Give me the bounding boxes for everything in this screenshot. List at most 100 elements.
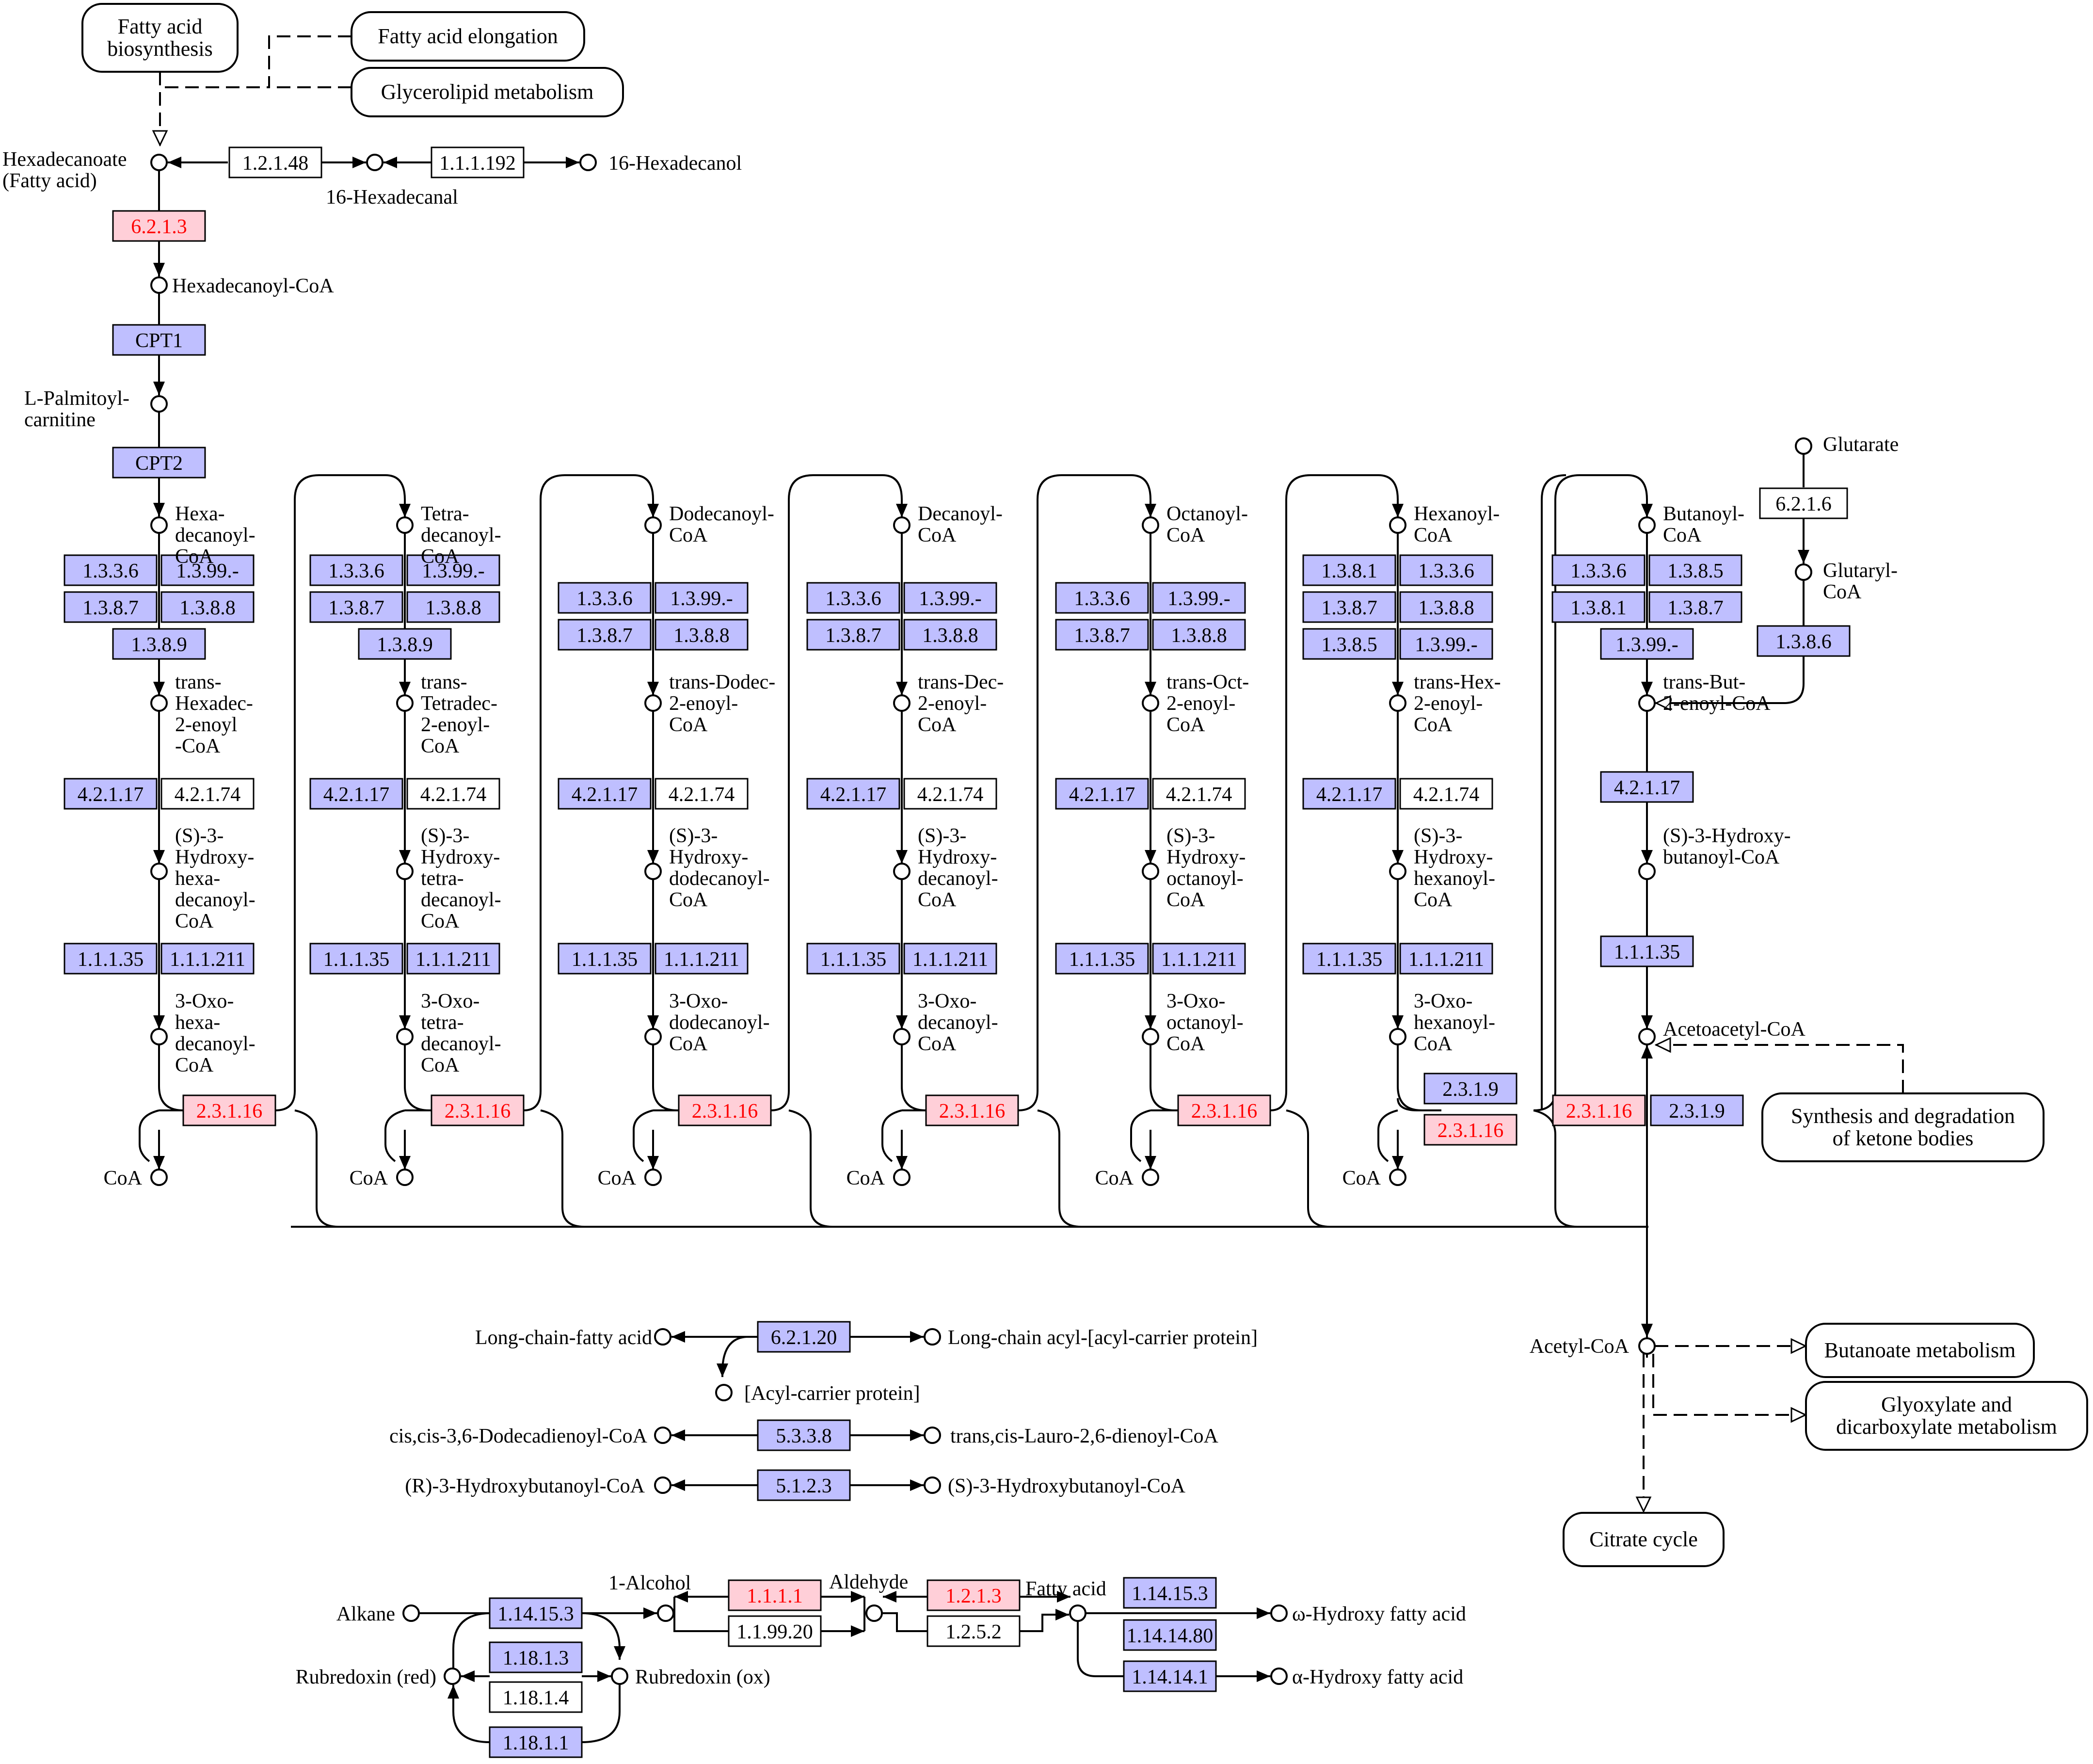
- node-acyl-carrier-protein[interactable]: [715, 1384, 733, 1401]
- column-2-hyd-4.2.1.74[interactable]: 4.2.1.74: [406, 778, 500, 810]
- column-6-dh-1.3.8.8[interactable]: 1.3.8.8: [1399, 591, 1493, 623]
- enzyme-1-18-1-3[interactable]: 1.18.1.3: [489, 1641, 583, 1673]
- column-4-coa-node[interactable]: [893, 1169, 911, 1186]
- column-3-dh-1.3.8.7[interactable]: 1.3.8.7: [558, 619, 652, 651]
- column-1-enoyl-node[interactable]: [150, 694, 168, 712]
- column-4-hydroxy-node[interactable]: [893, 863, 911, 880]
- column-5-dh-1.3.99.-[interactable]: 1.3.99.-: [1152, 582, 1246, 614]
- column-2-ox-1.1.1.211[interactable]: 1.1.1.211: [406, 943, 500, 975]
- column-1-dh-1.3.3.6[interactable]: 1.3.3.6: [64, 554, 158, 586]
- enzyme-1-14-15-3-a[interactable]: 1.14.15.3: [489, 1597, 583, 1629]
- column-3-enoyl-node[interactable]: [644, 694, 662, 712]
- node-rubredoxin-red[interactable]: [444, 1668, 461, 1685]
- node-fatty-acid[interactable]: [1069, 1604, 1086, 1622]
- pathway-butanoate-metabolism[interactable]: Butanoate metabolism: [1805, 1323, 2035, 1378]
- column-7-thiolase-2-3-1-16[interactable]: 2.3.1.16: [1552, 1094, 1646, 1126]
- column-4-ox-1.1.1.211[interactable]: 1.1.1.211: [903, 943, 997, 975]
- enzyme-1-18-1-1[interactable]: 1.18.1.1: [489, 1726, 583, 1758]
- column-5-hyd-4.2.1.74[interactable]: 4.2.1.74: [1152, 778, 1246, 810]
- column-2-dh-1.3.8.9[interactable]: 1.3.8.9: [358, 628, 452, 660]
- column-6-hyd-4.2.1.74[interactable]: 4.2.1.74: [1399, 778, 1493, 810]
- column-2-enoyl-node[interactable]: [396, 694, 414, 712]
- column-2-coa-node[interactable]: [396, 1169, 414, 1186]
- column-7-hydroxy-node[interactable]: [1638, 863, 1656, 880]
- enzyme-1-1-1-192[interactable]: 1.1.1.192: [431, 146, 525, 178]
- enzyme-cpt1[interactable]: CPT1: [112, 324, 206, 356]
- node-1-alcohol[interactable]: [657, 1604, 674, 1622]
- pathway-glycerolipid-metabolism[interactable]: Glycerolipid metabolism: [351, 67, 624, 117]
- column-7-dh-1.3.8.7[interactable]: 1.3.8.7: [1648, 591, 1742, 623]
- enzyme-1-2-5-2[interactable]: 1.2.5.2: [927, 1615, 1021, 1647]
- column-5-hydroxy-node[interactable]: [1142, 863, 1159, 880]
- column-2-acyl-node[interactable]: [396, 516, 414, 534]
- enzyme-1-14-15-3-b[interactable]: 1.14.15.3: [1123, 1577, 1217, 1609]
- column-1-dh-1.3.8.9[interactable]: 1.3.8.9: [112, 628, 206, 660]
- column-2-dh-1.3.3.6[interactable]: 1.3.3.6: [309, 554, 403, 586]
- column-5-enoyl-node[interactable]: [1142, 694, 1159, 712]
- enzyme-1-1-99-20[interactable]: 1.1.99.20: [728, 1615, 822, 1647]
- node-long-chain-acyl-acp[interactable]: [924, 1328, 941, 1346]
- column-1-dh-1.3.99.-[interactable]: 1.3.99.-: [160, 554, 255, 586]
- node-glutarate[interactable]: [1795, 437, 1812, 455]
- node-hexadecanol[interactable]: [579, 154, 597, 171]
- column-4-dh-1.3.8.8[interactable]: 1.3.8.8: [903, 619, 997, 651]
- column-1-acyl-node[interactable]: [150, 516, 168, 534]
- column-4-dh-1.3.8.7[interactable]: 1.3.8.7: [806, 619, 900, 651]
- column-7-dh-1.3.8.1[interactable]: 1.3.8.1: [1551, 591, 1646, 623]
- node-glutaryl-coa[interactable]: [1795, 563, 1812, 581]
- node-hexadecanoyl-coa[interactable]: [150, 276, 168, 294]
- column-1-coa-node[interactable]: [150, 1169, 168, 1186]
- column-6-enoyl-node[interactable]: [1389, 694, 1406, 712]
- column-6-hyd-4.2.1.17[interactable]: 4.2.1.17: [1302, 778, 1396, 810]
- column-6-dh-1.3.8.1[interactable]: 1.3.8.1: [1302, 554, 1396, 586]
- column-1-hydroxy-node[interactable]: [150, 863, 168, 880]
- column-1-dh-1.3.8.7[interactable]: 1.3.8.7: [64, 591, 158, 623]
- column-5-dh-1.3.8.7[interactable]: 1.3.8.7: [1055, 619, 1149, 651]
- node-hexadecanal[interactable]: [366, 154, 383, 171]
- column-6-ox-1.1.1.211[interactable]: 1.1.1.211: [1399, 943, 1493, 975]
- column-4-hyd-4.2.1.17[interactable]: 4.2.1.17: [806, 778, 900, 810]
- column-6-dh-1.3.99.-[interactable]: 1.3.99.-: [1399, 628, 1493, 660]
- column-4-enoyl-node[interactable]: [893, 694, 911, 712]
- column-4-acyl-node[interactable]: [893, 516, 911, 534]
- node-hexadecanoate[interactable]: [150, 154, 168, 171]
- column-1-ox-1.1.1.211[interactable]: 1.1.1.211: [160, 943, 255, 975]
- column-5-ox-1.1.1.211[interactable]: 1.1.1.211: [1152, 943, 1246, 975]
- column-1-ox-1.1.1.35[interactable]: 1.1.1.35: [64, 943, 158, 975]
- node-omega-hydroxy-fatty-acid[interactable]: [1270, 1604, 1288, 1622]
- column-4-dh-1.3.3.6[interactable]: 1.3.3.6: [806, 582, 900, 614]
- column-7-thiolase-2-3-1-9[interactable]: 2.3.1.9: [1650, 1094, 1744, 1126]
- column-1-dh-1.3.8.8[interactable]: 1.3.8.8: [160, 591, 255, 623]
- column-7-dh-1.3.8.5[interactable]: 1.3.8.5: [1648, 554, 1742, 586]
- column-3-ox-1.1.1.35[interactable]: 1.1.1.35: [558, 943, 652, 975]
- column-5-acyl-node[interactable]: [1142, 516, 1159, 534]
- column-3-dh-1.3.99.-[interactable]: 1.3.99.-: [655, 582, 749, 614]
- enzyme-6-2-1-20[interactable]: 6.2.1.20: [757, 1321, 851, 1353]
- column-6-ox-1.1.1.35[interactable]: 1.1.1.35: [1302, 943, 1396, 975]
- column-3-acyl-node[interactable]: [644, 516, 662, 534]
- column-2-hydroxy-node[interactable]: [396, 863, 414, 880]
- column-1-oxo-node[interactable]: [150, 1028, 168, 1045]
- enzyme-1-14-14-1[interactable]: 1.14.14.1: [1123, 1660, 1217, 1692]
- column-2-dh-1.3.8.7[interactable]: 1.3.8.7: [309, 591, 403, 623]
- enzyme-cpt2[interactable]: CPT2: [112, 447, 206, 479]
- column-6-dh-1.3.8.5[interactable]: 1.3.8.5: [1302, 628, 1396, 660]
- enzyme-1-2-1-3[interactable]: 1.2.1.3: [927, 1579, 1021, 1611]
- column-5-dh-1.3.3.6[interactable]: 1.3.3.6: [1055, 582, 1149, 614]
- column-6-acyl-node[interactable]: [1389, 516, 1406, 534]
- column-7-acyl-node[interactable]: [1638, 516, 1656, 534]
- node-dodecadienoyl-coa[interactable]: [654, 1427, 671, 1444]
- pathway-citrate-cycle[interactable]: Citrate cycle: [1563, 1512, 1725, 1567]
- column-6-coa-node[interactable]: [1389, 1169, 1406, 1186]
- node-aldehyde[interactable]: [865, 1604, 883, 1622]
- pathway-fatty-acid-elongation[interactable]: Fatty acid elongation: [351, 11, 585, 62]
- column-4-ox-1.1.1.35[interactable]: 1.1.1.35: [806, 943, 900, 975]
- enzyme-6-2-1-6[interactable]: 6.2.1.6: [1759, 487, 1848, 519]
- column-1-hyd-4.2.1.17[interactable]: 4.2.1.17: [64, 778, 158, 810]
- column-3-ox-1.1.1.211[interactable]: 1.1.1.211: [655, 943, 749, 975]
- enzyme-1-3-8-6[interactable]: 1.3.8.6: [1757, 625, 1851, 657]
- column-3-thiolase[interactable]: 2.3.1.16: [678, 1094, 772, 1126]
- column-5-dh-1.3.8.8[interactable]: 1.3.8.8: [1152, 619, 1246, 651]
